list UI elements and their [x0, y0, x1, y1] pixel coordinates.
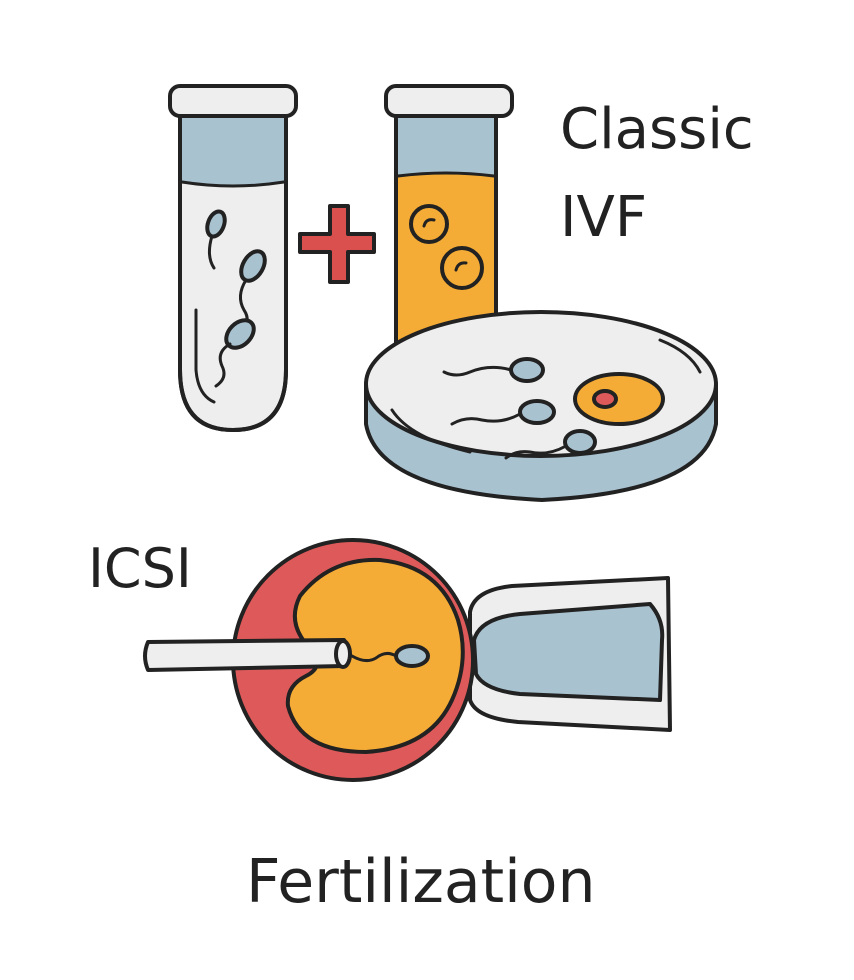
test-tube-with-sperm-icon	[168, 84, 298, 432]
egg-cell-icon	[573, 372, 665, 426]
holding-pipette-icon	[468, 576, 672, 732]
ivf-label: IVF	[560, 185, 648, 250]
egg-cell-icon	[231, 538, 475, 782]
sperm-icon	[214, 318, 256, 388]
injection-needle-icon	[143, 638, 352, 672]
egg-cell-icon	[409, 204, 449, 244]
icsi-label: ICSI	[88, 537, 192, 600]
sperm-icon	[504, 429, 597, 460]
classic-label: Classic	[560, 97, 754, 162]
plus-icon	[298, 204, 376, 284]
egg-cell-icon	[440, 246, 484, 290]
sperm-icon	[442, 357, 545, 383]
sperm-icon	[450, 399, 556, 426]
page-title: Fertilization	[246, 847, 596, 917]
test-tube-with-eggs-icon	[384, 84, 514, 347]
sperm-icon	[205, 209, 227, 270]
sperm-icon	[350, 644, 430, 668]
petri-dish-icon	[364, 310, 718, 502]
